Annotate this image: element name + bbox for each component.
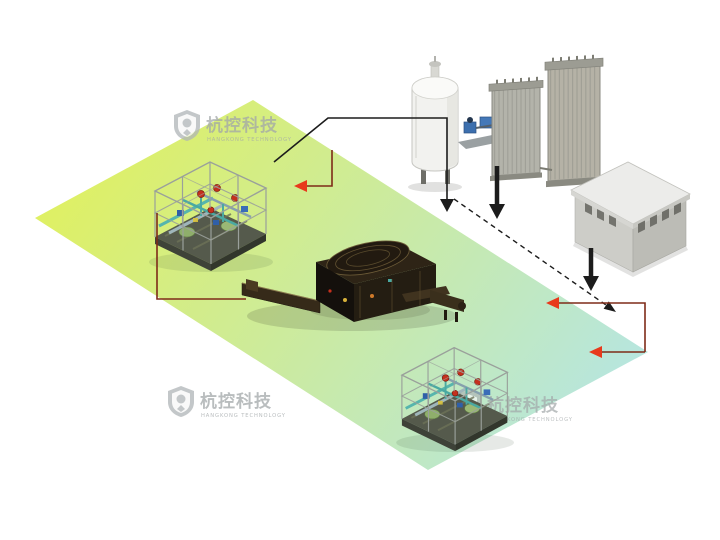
main-machine bbox=[241, 240, 466, 331]
control-building bbox=[570, 161, 691, 277]
supply-line-dashed bbox=[453, 198, 607, 306]
return-arrowhead-left-skid bbox=[294, 180, 307, 192]
watermark-subtitle: HANGKONG TECHNOLOGY bbox=[488, 417, 573, 423]
storage-tank bbox=[408, 56, 462, 192]
return-arrowhead-machine bbox=[546, 297, 559, 309]
watermark-bottom-center: 杭控科技 HANGKONG TECHNOLOGY bbox=[455, 390, 573, 423]
supply-flow-lines bbox=[273, 117, 616, 312]
supply-arrowhead-vaporizer bbox=[489, 204, 505, 219]
watermark-title: 杭控科技 bbox=[200, 391, 272, 412]
watermark-title: 杭控科技 bbox=[487, 395, 559, 416]
vaporizer-bank-1 bbox=[488, 76, 544, 182]
return-line-left-skid bbox=[306, 150, 333, 187]
watermark-top-left: 杭控科技 HANGKONG TECHNOLOGY bbox=[174, 110, 292, 143]
return-line-machine bbox=[558, 302, 646, 352]
watermark-subtitle: HANGKONG TECHNOLOGY bbox=[201, 413, 286, 419]
supply-arrowhead-building bbox=[583, 276, 599, 291]
watermark-title: 杭控科技 bbox=[206, 115, 278, 136]
vaporizer-connector-pipe bbox=[539, 167, 553, 171]
return-arrowhead-right-skid bbox=[589, 346, 602, 358]
watermark-subtitle: HANGKONG TECHNOLOGY bbox=[207, 137, 292, 143]
supply-line-top-loop bbox=[273, 117, 448, 199]
supply-arrowhead-down-tank bbox=[440, 199, 454, 212]
brand-shield-icon bbox=[168, 386, 194, 417]
vaporizer-bank-2 bbox=[544, 54, 604, 188]
return-line-left-edge bbox=[156, 213, 246, 300]
watermark-bottom-left: 杭控科技 HANGKONG TECHNOLOGY bbox=[168, 386, 286, 419]
supply-arrowhead-dashed bbox=[603, 301, 616, 312]
return-flow-lines bbox=[156, 150, 646, 358]
